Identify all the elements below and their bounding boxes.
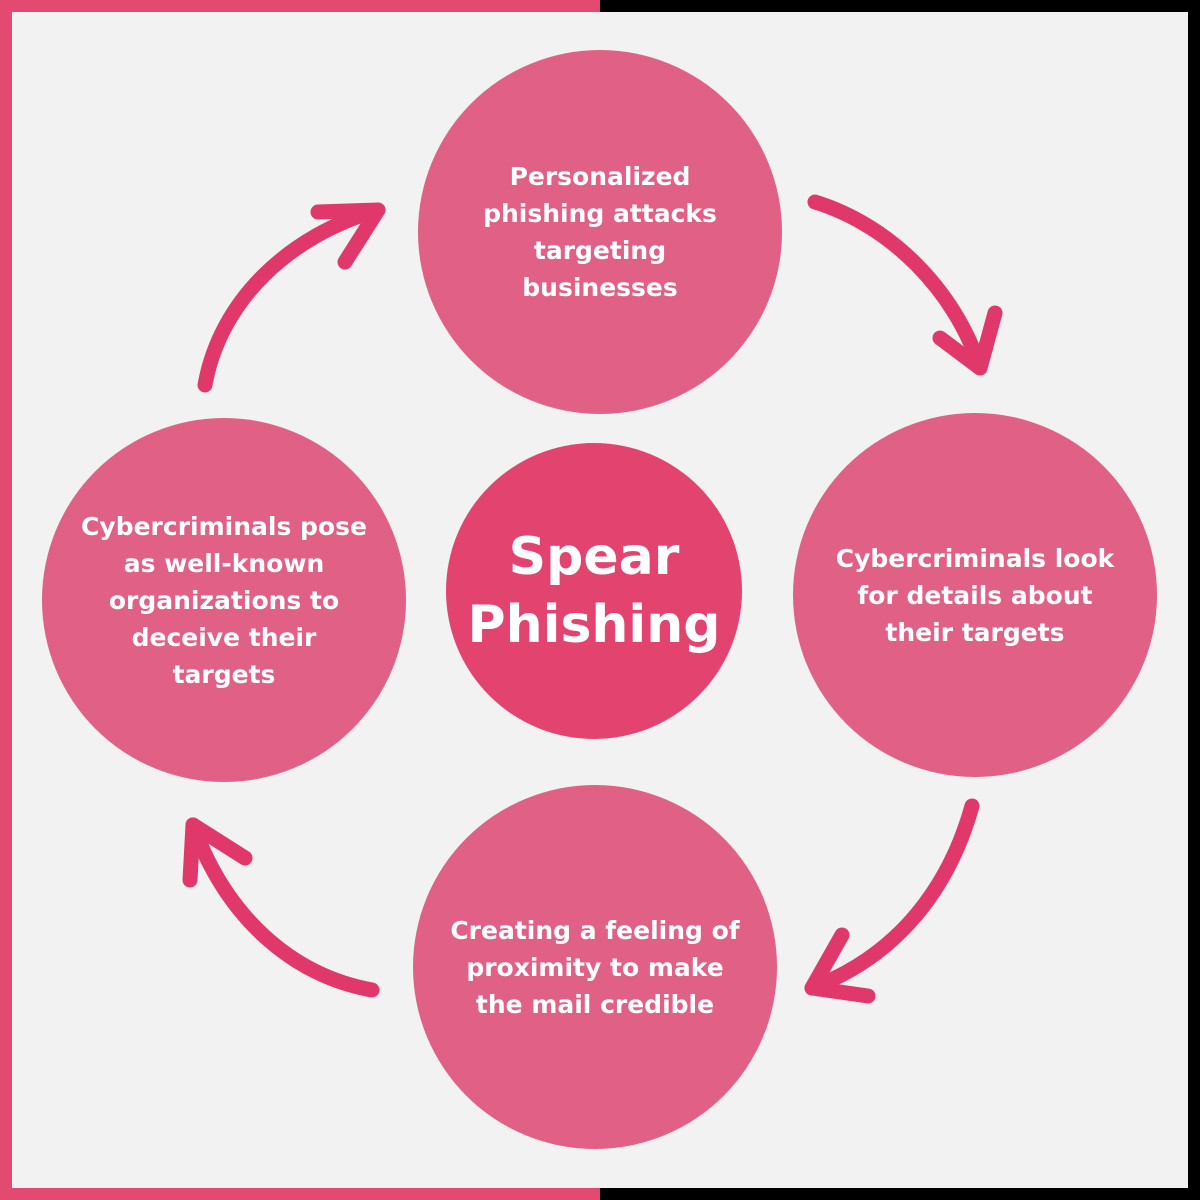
arrow-right-to-bottom-icon [804, 798, 980, 1004]
step-text: Creating a feeling of proximity to make … [450, 915, 740, 1019]
step-text: Cybercriminals pose as well-known organi… [81, 511, 367, 689]
center-title: Spear Phishing [467, 527, 721, 655]
step-circle-research-targets: Cybercriminals look for details about th… [793, 413, 1157, 777]
center-circle: Spear Phishing [446, 443, 742, 739]
arrow-left-to-top-icon [197, 202, 386, 393]
step-circle-personalized-attacks: Personalized phishing attacks targeting … [418, 50, 782, 414]
step-text: Personalized phishing attacks targeting … [483, 162, 717, 302]
arrow-bottom-to-left-icon [182, 817, 380, 998]
step-circle-impersonation: Cybercriminals pose as well-known organi… [42, 418, 406, 782]
step-circle-proximity: Creating a feeling of proximity to make … [413, 785, 777, 1149]
step-text: Cybercriminals look for details about th… [835, 543, 1115, 647]
arrow-top-to-right-icon [807, 194, 1003, 376]
